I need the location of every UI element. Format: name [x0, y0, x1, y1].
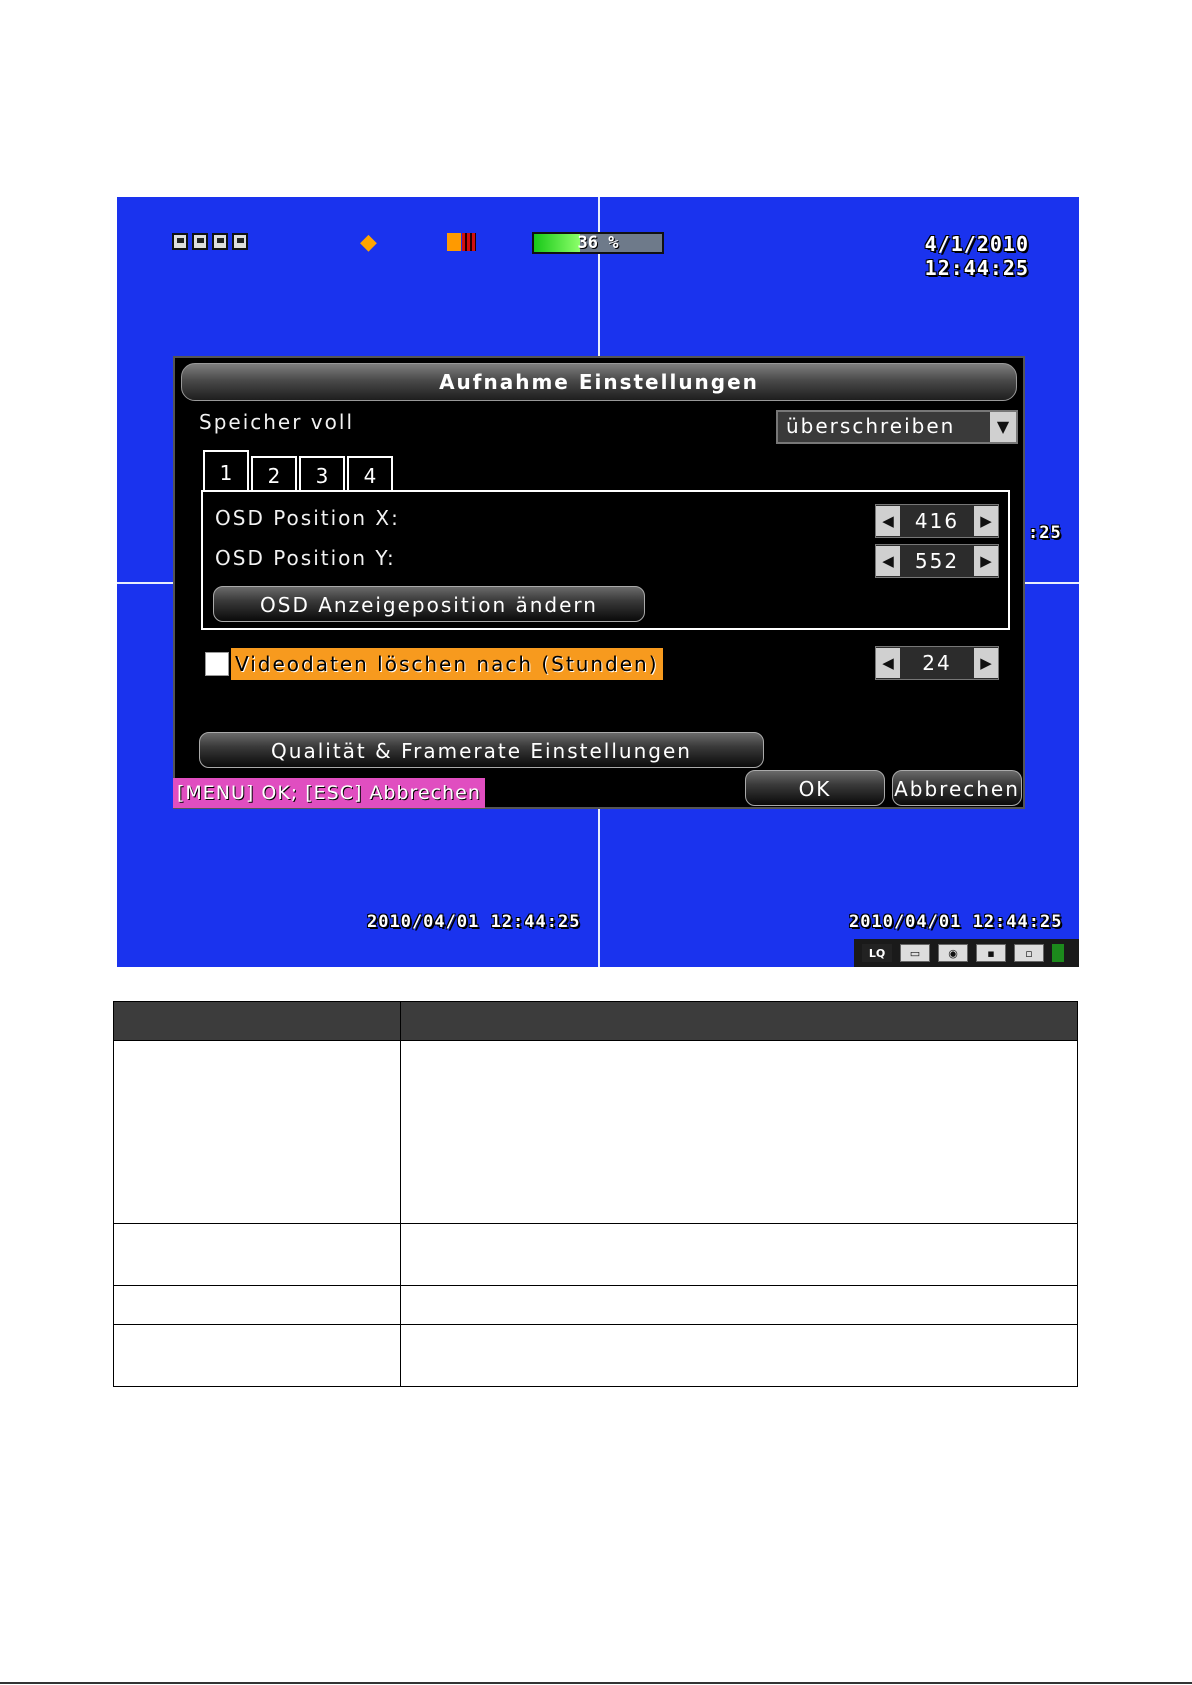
osd-x-value: 416: [914, 509, 960, 533]
chevron-down-icon[interactable]: ▼: [990, 412, 1016, 442]
table-cell: [400, 1040, 1078, 1224]
table-header-row: [113, 1001, 1078, 1041]
camera-icon[interactable]: ▫: [1014, 944, 1044, 962]
table-cell: [113, 1040, 401, 1224]
delete-video-label: Videodaten löschen nach (Stunden): [231, 648, 663, 680]
alarm-icon: ◆: [360, 230, 377, 255]
cancel-button[interactable]: Abbrechen: [892, 770, 1022, 806]
keyboard-hint: [MENU] OK; [ESC] Abbrechen: [173, 778, 485, 808]
single-view-icon[interactable]: ▭: [900, 944, 930, 962]
tab-channel-1[interactable]: 1: [203, 450, 249, 492]
settings-description-table: [113, 1001, 1078, 1387]
arrow-left-icon[interactable]: ◀: [876, 506, 900, 536]
storage-full-dropdown[interactable]: überschreiben ▼: [776, 410, 1018, 444]
snapshot-icon[interactable]: ▪: [976, 944, 1006, 962]
dialog-title: Aufnahme Einstellungen: [181, 363, 1017, 401]
table-cell: [113, 1223, 401, 1286]
camera-3-icon: [212, 233, 228, 250]
camera-status-icons: [172, 233, 248, 250]
osd-change-position-button[interactable]: OSD Anzeigeposition ändern: [213, 586, 645, 622]
table-row: [113, 1285, 1078, 1325]
tab-channel-4[interactable]: 4: [347, 456, 393, 492]
camera-4-icon: [232, 233, 248, 250]
table-cell: [113, 1285, 401, 1325]
arrow-right-icon[interactable]: ▶: [973, 648, 998, 678]
tab-panel: [201, 490, 1010, 630]
storage-full-value: überschreiben: [786, 414, 956, 438]
hdd-usage-label: 36 %: [577, 233, 619, 253]
osd-y-stepper[interactable]: ◀ 552 ▶: [875, 544, 999, 578]
quad-view-icon[interactable]: ◉: [938, 944, 968, 962]
osd-y-label: OSD Position Y:: [215, 546, 396, 570]
tab-channel-3[interactable]: 3: [299, 456, 345, 492]
arrow-right-icon[interactable]: ▶: [974, 546, 998, 576]
osd-x-stepper[interactable]: ◀ 416 ▶: [875, 504, 999, 538]
clock: 4/1/2010 12:44:25: [925, 232, 1029, 280]
lq-indicator[interactable]: LQ: [862, 944, 892, 962]
tab-channel-2[interactable]: 2: [251, 456, 297, 492]
hdd-usage-fill: [534, 234, 581, 252]
delete-hours-stepper[interactable]: ◀ 24 ▶: [875, 646, 999, 680]
delete-video-checkbox[interactable]: [205, 652, 229, 676]
channel-timestamp-right: 2010/04/01 12:44:25: [849, 912, 1063, 932]
table-cell: [400, 1285, 1078, 1325]
quality-framerate-button[interactable]: Qualität & Framerate Einstellungen: [199, 732, 764, 768]
status-indicator: [1052, 944, 1064, 962]
osd-x-label: OSD Position X:: [215, 506, 400, 530]
camera-2-icon: [192, 233, 208, 250]
dvr-screen: ◆ 36 % 4/1/2010 12:44:25 :25 2010/04/01 …: [117, 197, 1079, 967]
clock-date: 4/1/2010: [924, 232, 1029, 256]
arrow-right-icon[interactable]: ▶: [974, 506, 998, 536]
table-header-cell: [400, 1001, 1078, 1041]
channel-timestamp-partial: :25: [1028, 523, 1062, 543]
channel-timestamp-left: 2010/04/01 12:44:25: [367, 912, 581, 932]
record-icon: [447, 233, 476, 251]
camera-1-icon: [172, 233, 188, 250]
channel-tabs: 1 2 3 4: [203, 450, 395, 492]
page-footer-rule: [0, 1682, 1192, 1684]
table-header-cell: [113, 1001, 401, 1041]
delete-hours-value: 24: [922, 651, 952, 675]
storage-full-label: Speicher voll: [199, 410, 354, 434]
table-cell: [400, 1324, 1078, 1387]
record-settings-dialog: Aufnahme Einstellungen Speicher voll übe…: [173, 356, 1025, 809]
table-cell: [113, 1324, 401, 1387]
hdd-usage-bar: 36 %: [532, 232, 664, 254]
clock-time: 12:44:25: [924, 256, 1029, 280]
table-cell: [400, 1223, 1078, 1286]
osd-y-value: 552: [914, 549, 960, 573]
arrow-left-icon[interactable]: ◀: [876, 648, 900, 678]
table-row: [113, 1040, 1078, 1224]
taskbar: LQ ▭ ◉ ▪ ▫: [854, 939, 1079, 967]
table-row: [113, 1223, 1078, 1286]
arrow-left-icon[interactable]: ◀: [876, 546, 900, 576]
table-row: [113, 1324, 1078, 1387]
ok-button[interactable]: OK: [745, 770, 885, 806]
